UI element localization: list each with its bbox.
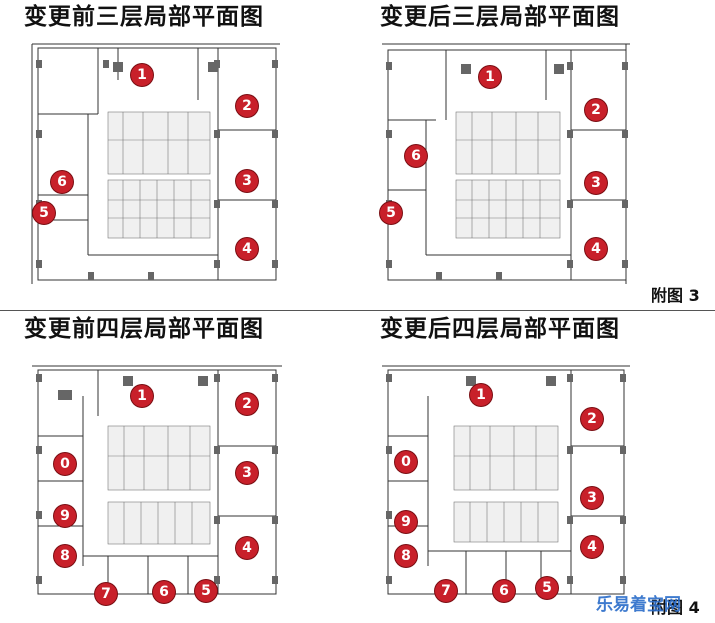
marker-before-3f-3: 3 <box>236 170 258 192</box>
marker-after-3f-5: 5 <box>380 202 402 224</box>
marker-before-4f-6: 6 <box>153 581 175 603</box>
marker-before-3f-5: 5 <box>33 202 55 224</box>
title-before-4f: 变更前四层局部平面图 <box>24 316 264 342</box>
floor-plan-after-4f <box>376 356 634 606</box>
title-before-3f: 变更前三层局部平面图 <box>24 4 264 30</box>
floor-plan-before-4f <box>28 356 286 606</box>
marker-before-4f-9: 9 <box>54 505 76 527</box>
title-after-3f: 变更后三层局部平面图 <box>380 4 620 30</box>
marker-before-4f-8: 8 <box>54 545 76 567</box>
marker-after-4f-1: 1 <box>470 384 492 406</box>
marker-before-4f-4: 4 <box>236 537 258 559</box>
floor-plan-before-3f <box>28 40 283 288</box>
marker-before-4f-5: 5 <box>195 580 217 602</box>
marker-before-4f-0: 0 <box>54 453 76 475</box>
marker-after-3f-1: 1 <box>479 66 501 88</box>
marker-after-3f-6: 6 <box>405 145 427 167</box>
marker-after-4f-6: 6 <box>493 580 515 602</box>
watermark: 乐易着宝网 <box>596 595 681 615</box>
marker-after-4f-7: 7 <box>435 580 457 602</box>
figure-label-4: 附图 4 <box>651 598 700 617</box>
marker-after-4f-3: 3 <box>581 487 603 509</box>
marker-before-4f-3: 3 <box>236 462 258 484</box>
marker-before-3f-6: 6 <box>51 171 73 193</box>
section-divider <box>0 310 715 311</box>
marker-after-4f-5: 5 <box>536 577 558 599</box>
marker-before-4f-2: 2 <box>236 393 258 415</box>
marker-after-4f-9: 9 <box>395 511 417 533</box>
marker-before-3f-1: 1 <box>131 64 153 86</box>
marker-after-4f-2: 2 <box>581 408 603 430</box>
marker-before-4f-1: 1 <box>131 385 153 407</box>
marker-after-4f-8: 8 <box>395 545 417 567</box>
figure-label-3: 附图 3 <box>651 286 700 305</box>
marker-before-3f-4: 4 <box>236 238 258 260</box>
marker-after-4f-0: 0 <box>395 451 417 473</box>
marker-after-3f-2: 2 <box>585 99 607 121</box>
marker-after-4f-4: 4 <box>581 536 603 558</box>
marker-before-3f-2: 2 <box>236 95 258 117</box>
marker-after-3f-3: 3 <box>585 172 607 194</box>
title-after-4f: 变更后四层局部平面图 <box>380 316 620 342</box>
marker-after-3f-4: 4 <box>585 238 607 260</box>
marker-before-4f-7: 7 <box>95 583 117 605</box>
